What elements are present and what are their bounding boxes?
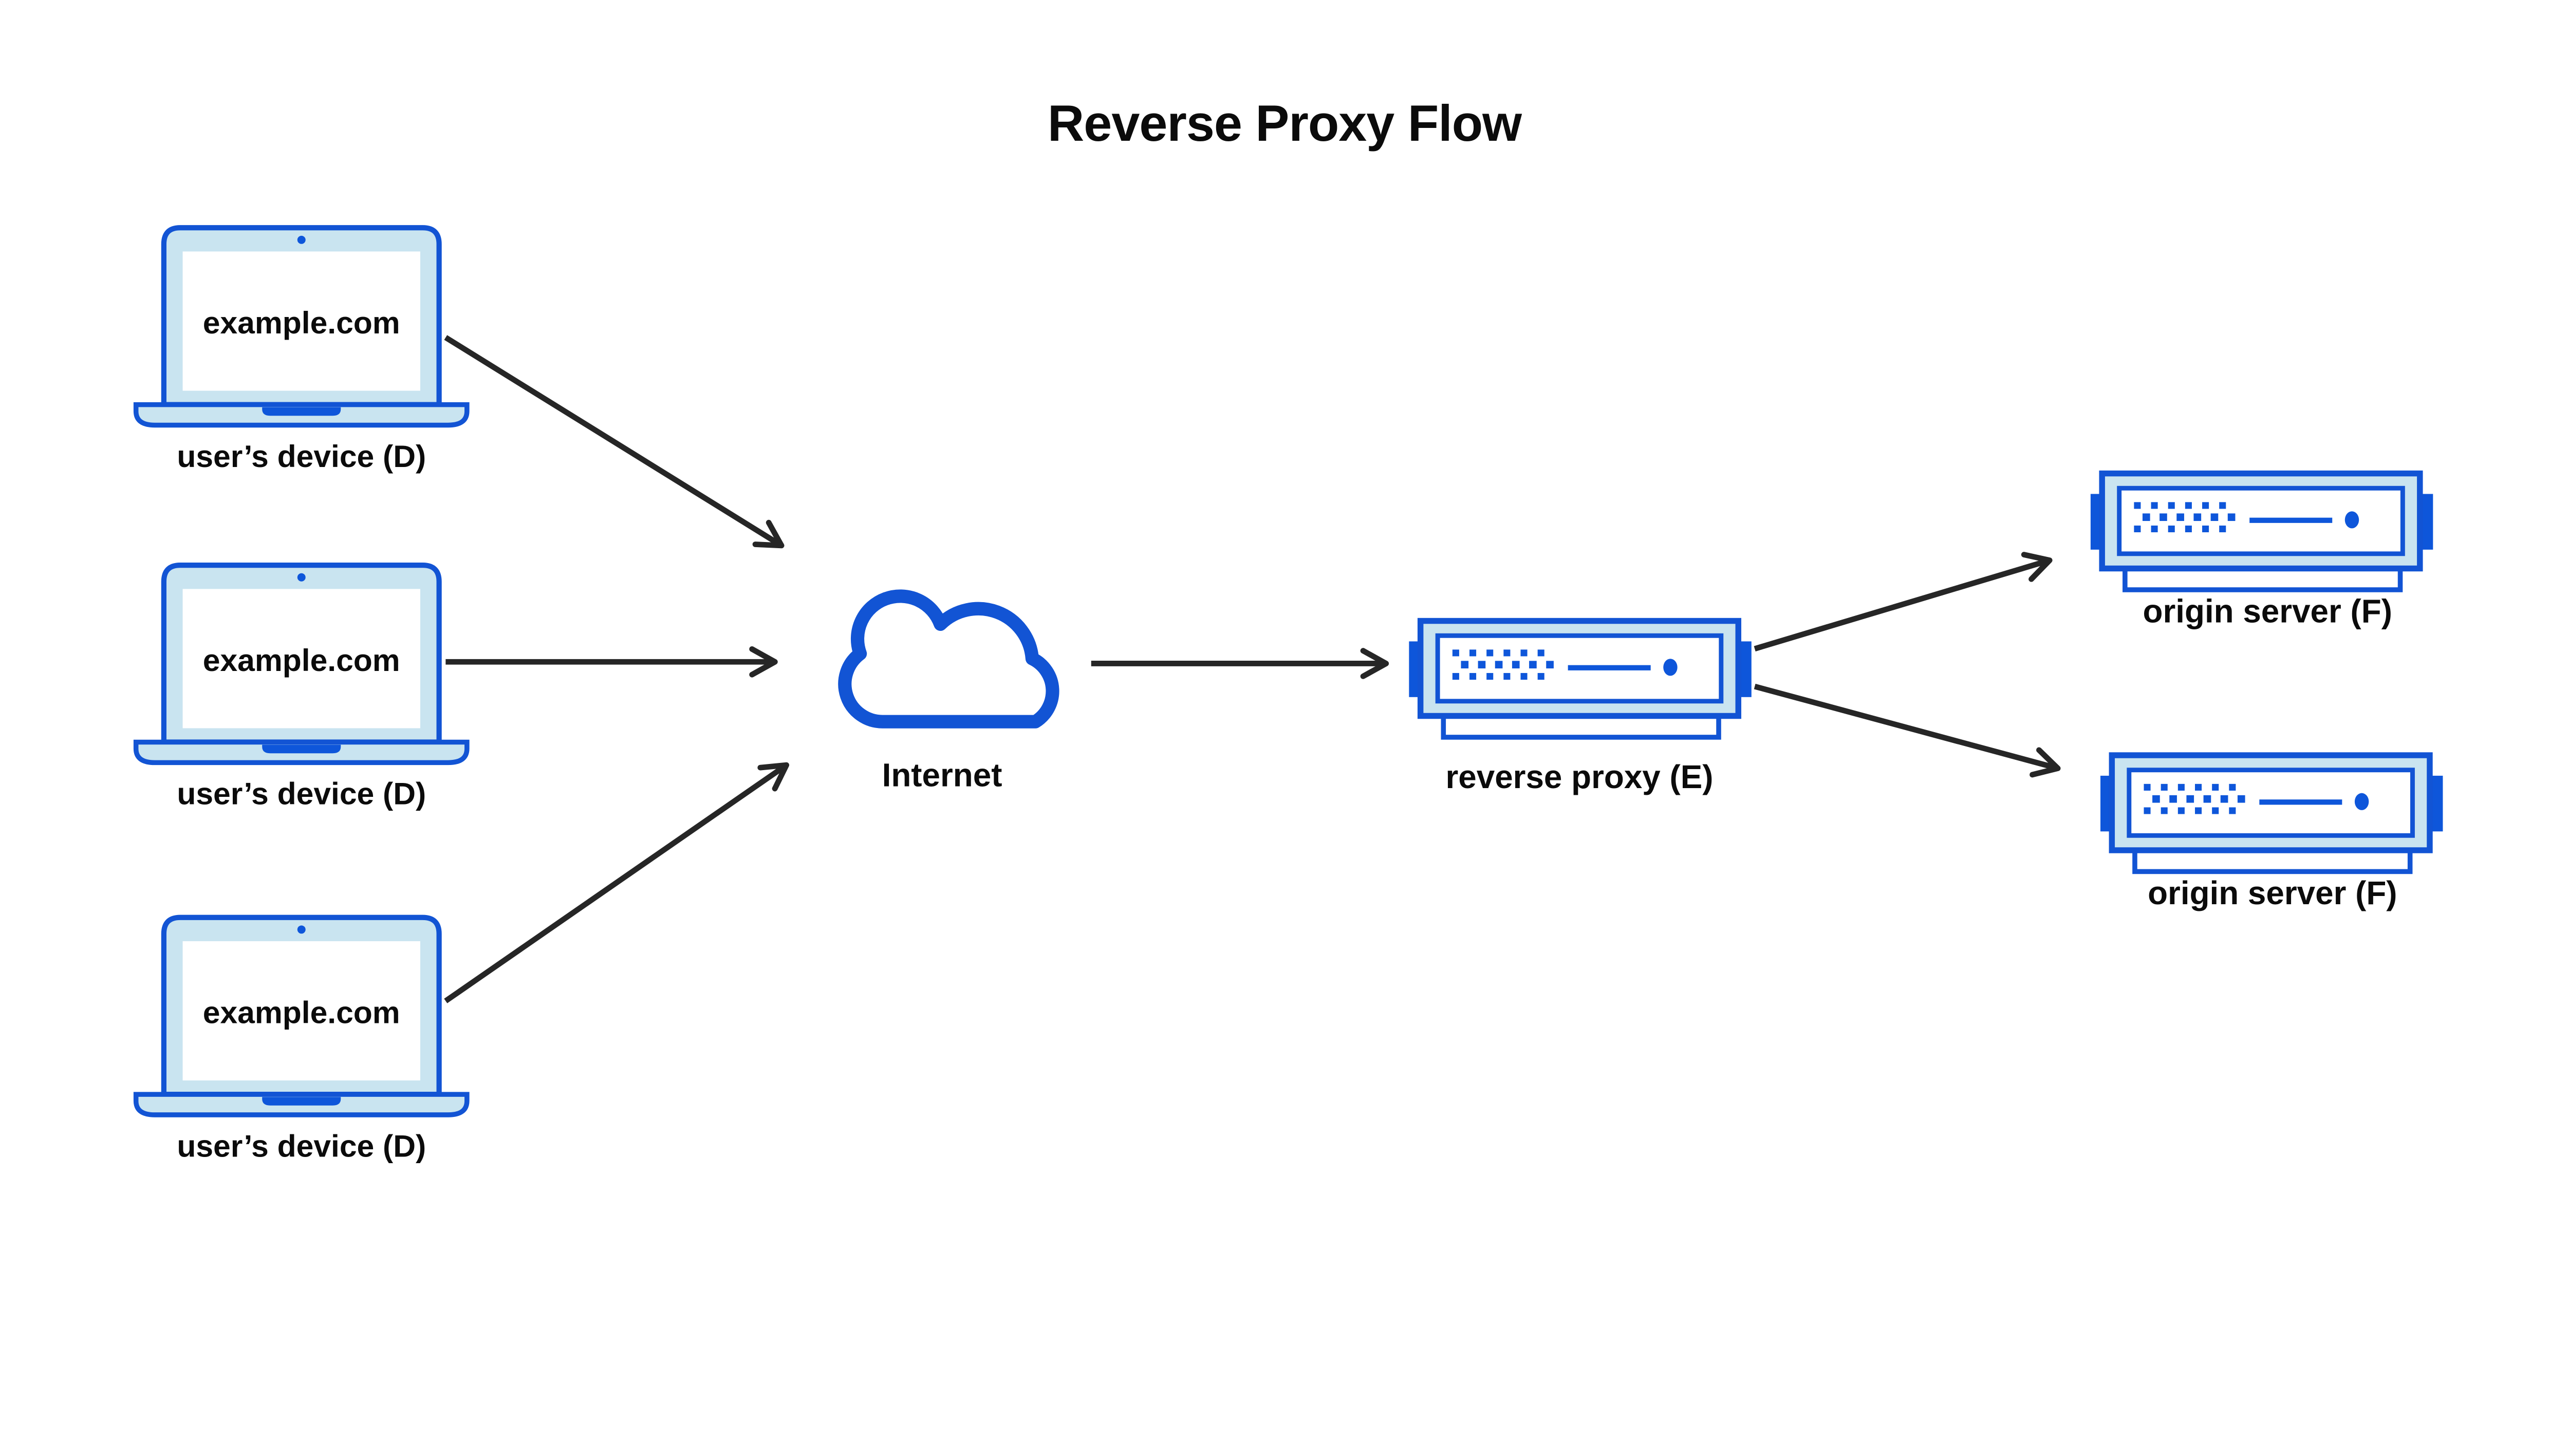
internet-node: Internet [845,596,1052,794]
reverse-proxy-node: reverse proxy (E) [1409,621,1751,795]
device-label: user’s device (D) [177,776,426,811]
page-title: Reverse Proxy Flow [1048,95,1522,152]
arrow-device3-to-internet [444,762,790,1003]
device-label: user’s device (D) [177,1128,426,1163]
device-label: user’s device (D) [177,439,426,474]
device-screen-text: example.com [203,995,400,1030]
reverse-proxy-flow-diagram: Reverse Proxy Flow example.com user’s de… [0,95,2569,1163]
arrow-device1-to-internet [444,335,785,549]
server-icon [2091,474,2433,590]
arrow-proxy-to-origin2 [1754,683,2061,778]
device-node-2: example.com user’s device (D) [136,565,467,811]
origin-server-node-1: origin server (F) [2091,474,2433,630]
arrow-proxy-to-origin1 [1754,552,2053,651]
internet-label: Internet [882,757,1002,794]
origin-server-label: origin server (F) [2148,874,2397,911]
cloud-icon [845,596,1052,721]
device-node-1: example.com user’s device (D) [136,228,467,474]
reverse-proxy-label: reverse proxy (E) [1445,758,1713,795]
diagram-canvas: Reverse Proxy Flow example.com user’s de… [0,95,2569,1164]
device-node-3: example.com user’s device (D) [136,918,467,1163]
server-icon [2100,755,2443,871]
origin-server-node-2: origin server (F) [2100,755,2443,911]
device-screen-text: example.com [203,305,400,340]
origin-server-label: origin server (F) [2143,593,2392,630]
server-icon [1409,621,1751,737]
device-screen-text: example.com [203,643,400,678]
